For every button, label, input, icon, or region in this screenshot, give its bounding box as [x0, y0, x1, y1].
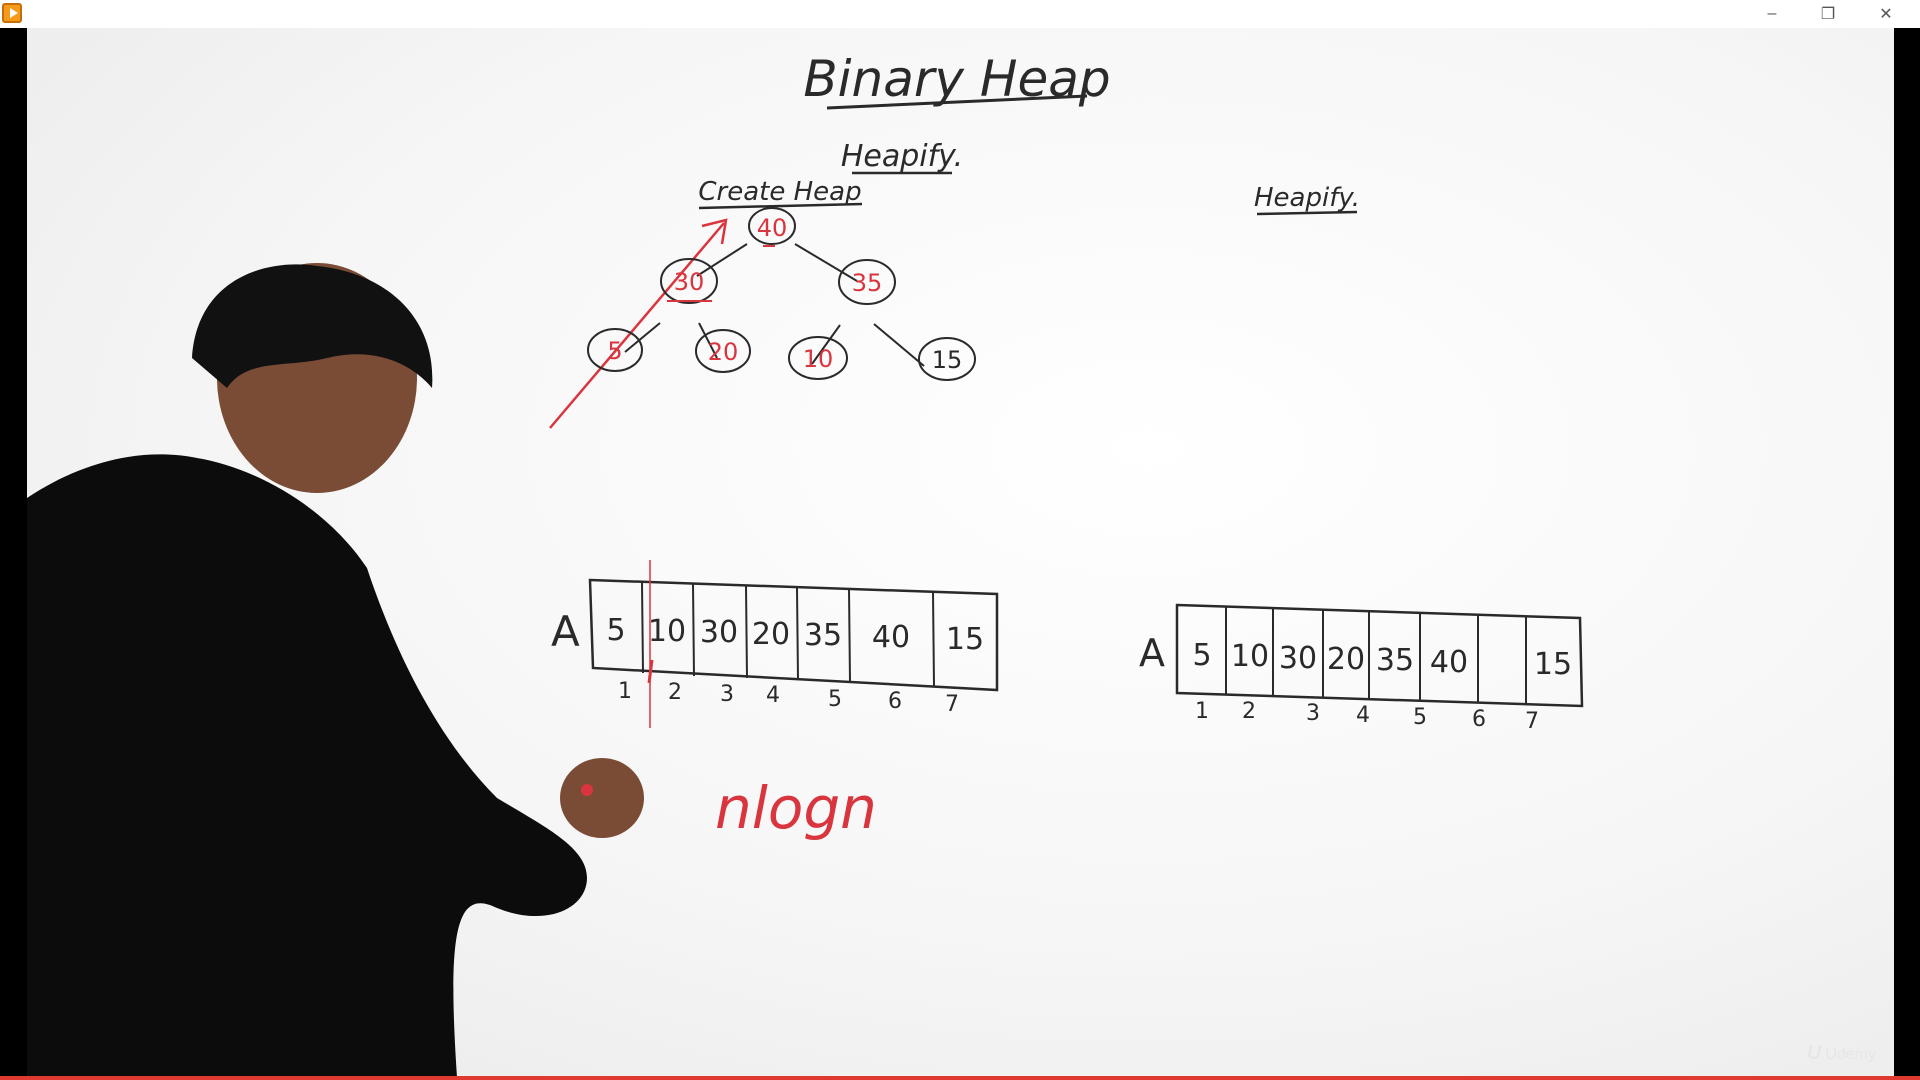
tree-node-l1-right: 35 — [838, 259, 896, 305]
maximize-button[interactable]: ❐ — [1820, 6, 1836, 23]
complexity-note: nlogn — [715, 774, 877, 842]
whiteboard-video-frame: Binary Heap Heapify. Create Heap Heapify… — [27, 28, 1894, 1077]
svg-text:5: 5 — [607, 337, 622, 365]
create-heap-heading: Create Heap — [698, 177, 861, 207]
array-left-index-7: 7 — [945, 692, 959, 717]
close-button[interactable]: ✕ — [1879, 6, 1893, 23]
array-left — [588, 560, 999, 728]
array-left-index-5: 5 — [828, 687, 842, 712]
svg-text:15: 15 — [932, 346, 963, 374]
array-right-cell-1: 5 — [1192, 638, 1211, 673]
svg-text:40: 40 — [757, 214, 788, 242]
window-titlebar: – ❐ ✕ — [0, 0, 1920, 28]
presenter-figure — [27, 263, 644, 1077]
minimize-button[interactable]: – — [1767, 5, 1777, 22]
tree-node-l2-3: 10 — [788, 336, 848, 380]
tree-node-l2-1: 5 — [587, 328, 643, 372]
udemy-logo-icon: U — [1806, 1042, 1822, 1064]
array-left-index-3: 3 — [720, 682, 734, 707]
array-right-index-1: 1 — [1195, 699, 1209, 724]
array-left-cell-5: 35 — [804, 618, 842, 653]
array-right-cell-3: 30 — [1279, 641, 1317, 676]
array-right-index-5: 5 — [1413, 705, 1427, 730]
array-left-cell-2: 10 — [648, 614, 686, 649]
array-right-index-3: 3 — [1306, 701, 1320, 726]
array-right — [1175, 603, 1584, 708]
array-right-cell-6: 40 — [1430, 645, 1468, 680]
array-right-index-2: 2 — [1242, 699, 1256, 724]
heapify-heading: Heapify. — [1254, 183, 1360, 213]
board-subtitle: Heapify. — [841, 139, 963, 174]
svg-text:30: 30 — [674, 268, 705, 296]
tree-edges — [624, 243, 925, 367]
array-left-index-4: 4 — [766, 683, 780, 708]
array-left-cell-4: 20 — [752, 617, 790, 652]
array-right-cell-2: 10 — [1231, 639, 1269, 674]
red-arrow — [549, 218, 728, 429]
app-icon — [2, 3, 22, 23]
array-right-index-4: 4 — [1356, 703, 1370, 728]
array-right-cell-5: 35 — [1376, 643, 1414, 678]
tree-node-l2-4: 15 — [918, 337, 976, 381]
array-left-cell-1: 5 — [606, 613, 625, 648]
array-left-index-6: 6 — [888, 689, 902, 714]
svg-text:20: 20 — [708, 338, 739, 366]
svg-text:10: 10 — [803, 345, 834, 373]
array-left-cell-6: 40 — [872, 620, 910, 655]
tree-node-l2-2: 20 — [695, 329, 751, 373]
array-right-index-6: 6 — [1472, 707, 1486, 732]
svg-text:35: 35 — [852, 269, 883, 297]
bottom-accent-bar — [0, 1076, 1920, 1080]
array-right-cell-7: 15 — [1534, 647, 1572, 682]
board-title: Binary Heap — [803, 50, 1110, 108]
array-right-cell-4: 20 — [1327, 642, 1365, 677]
tree-node-l1-left: 30 — [660, 258, 718, 304]
array-left-index-2: 2 — [668, 680, 682, 705]
array-left-cell-7: 15 — [946, 622, 984, 657]
array-left-index-1: 1 — [618, 679, 632, 704]
array-right-index-7: 7 — [1525, 709, 1539, 734]
array-left-cell-3: 30 — [700, 615, 738, 650]
tree-node-root: 40 — [748, 207, 796, 247]
array-right-name: A — [1139, 631, 1165, 675]
whiteboard-drawing: Binary Heap Heapify. Create Heap Heapify… — [27, 50, 1584, 1077]
array-left-name: A — [551, 607, 580, 656]
